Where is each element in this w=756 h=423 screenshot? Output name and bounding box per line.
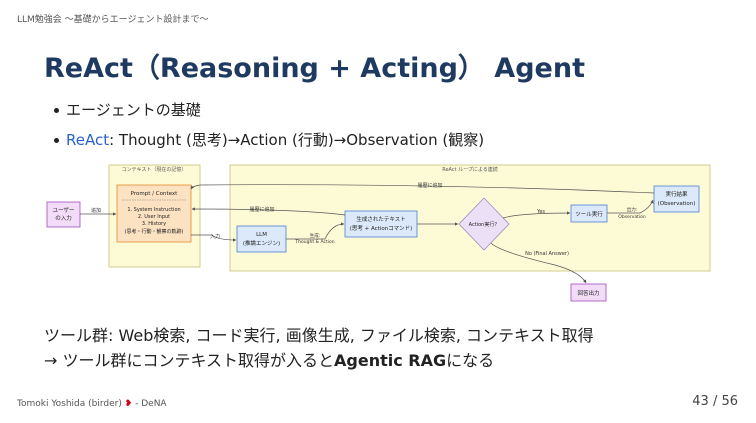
edge-output: [607, 199, 654, 214]
edge-add-label: 追加: [91, 207, 101, 214]
edge-no-label: No (Final Answer): [525, 251, 569, 257]
prompt-title: Prompt / Context: [131, 191, 178, 197]
prompt-item: 1. System Instruction: [127, 207, 180, 213]
edge-no: [490, 242, 587, 284]
breadcrumb: LLM勉強会 〜基礎からエージェント設計まで〜: [17, 15, 209, 25]
footer-credit: Tomoki Yoshida (birder) ❥ - DeNA: [17, 399, 167, 409]
tool-exec-node: [570, 204, 608, 223]
user-input-node: [46, 201, 81, 228]
decision-label: Action実行？: [469, 221, 500, 228]
bullet-text: エージェントの基礎: [66, 101, 201, 119]
generated-text-label: (思考 + Actionコマンド): [350, 225, 413, 232]
edge-output-label: 出力:: [627, 206, 638, 213]
agentic-rag-prefix: → ツール群にコンテキスト取得が入ると: [44, 351, 335, 370]
agentic-rag-suffix: になる: [446, 351, 495, 370]
prompt-item: 2. User Input: [138, 214, 170, 220]
exec-result-label: (Observation): [658, 201, 696, 207]
author-name: Tomoki Yoshida (birder): [17, 399, 122, 409]
bullet-item: ReAct: Thought (思考)→Action (行動)→Observat…: [53, 125, 485, 155]
edge-yes: [502, 211, 571, 219]
agentic-rag-line: → ツール群にコンテキスト取得が入るとAgentic RAGになる: [44, 347, 494, 371]
user-input-label: ユーザー: [53, 207, 75, 214]
prompt-item: 3. History: [142, 221, 166, 227]
edge-generate-label: Thought & Action: [294, 239, 334, 245]
react-link[interactable]: ReAct: [66, 131, 110, 149]
tools-line: ツール群: Web検索, コード実行, 画像生成, ファイル検索, コンテキスト…: [44, 326, 594, 345]
generated-text-label: 生成されたテキスト: [356, 215, 405, 223]
user-input-label: の入力: [55, 214, 72, 222]
bullet-item: エージェントの基礎: [53, 95, 484, 125]
edge-history-1-label: 履歴に追加: [417, 182, 442, 189]
edge-history-2: [191, 207, 346, 216]
edge-generate: [286, 222, 345, 240]
edge-input: [191, 234, 237, 242]
bullet-list: エージェントの基礎 ReAct: Thought (思考)→Action (行動…: [53, 95, 485, 155]
edge-output-label: Observation: [618, 214, 646, 220]
edge-input-label: 入力: [210, 233, 220, 240]
edge-history-1: [190, 184, 655, 194]
exec-result-node: [653, 185, 700, 213]
edge-generate-label: 生成:: [310, 232, 321, 239]
exec-result-label: 実行結果: [665, 190, 688, 198]
answer-label: 回答出力: [577, 289, 599, 297]
context-group-label: コンテキスト（現在の記憶）: [122, 166, 187, 173]
org-name: - DeNA: [132, 399, 167, 409]
edge-history-2-label: 履歴に追加: [249, 206, 274, 213]
bird-icon: ❥: [124, 399, 133, 409]
decision-node: [458, 197, 510, 251]
agentic-rag-term: Agentic RAG: [334, 351, 447, 370]
llm-label: (推論エンジン): [243, 239, 280, 247]
tool-exec-label: ツール実行: [575, 210, 603, 218]
prompt-item: (思考・行動・観察の軌跡): [125, 228, 184, 235]
page-indicator: 43 / 56: [692, 394, 738, 409]
react-group-label: ReAct ループによる連続: [442, 166, 498, 173]
llm-label: LLM: [256, 232, 267, 238]
edge-yes-label: Yes: [536, 209, 545, 215]
answer-node: [570, 283, 607, 302]
prompt-context-node: [116, 184, 192, 243]
llm-node: [236, 225, 287, 253]
page-title: ReAct（Reasoning + Acting） Agent: [44, 53, 585, 84]
generated-text-node: [344, 210, 418, 238]
bullet-text: : Thought (思考)→Action (行動)→Observation (…: [109, 131, 485, 149]
